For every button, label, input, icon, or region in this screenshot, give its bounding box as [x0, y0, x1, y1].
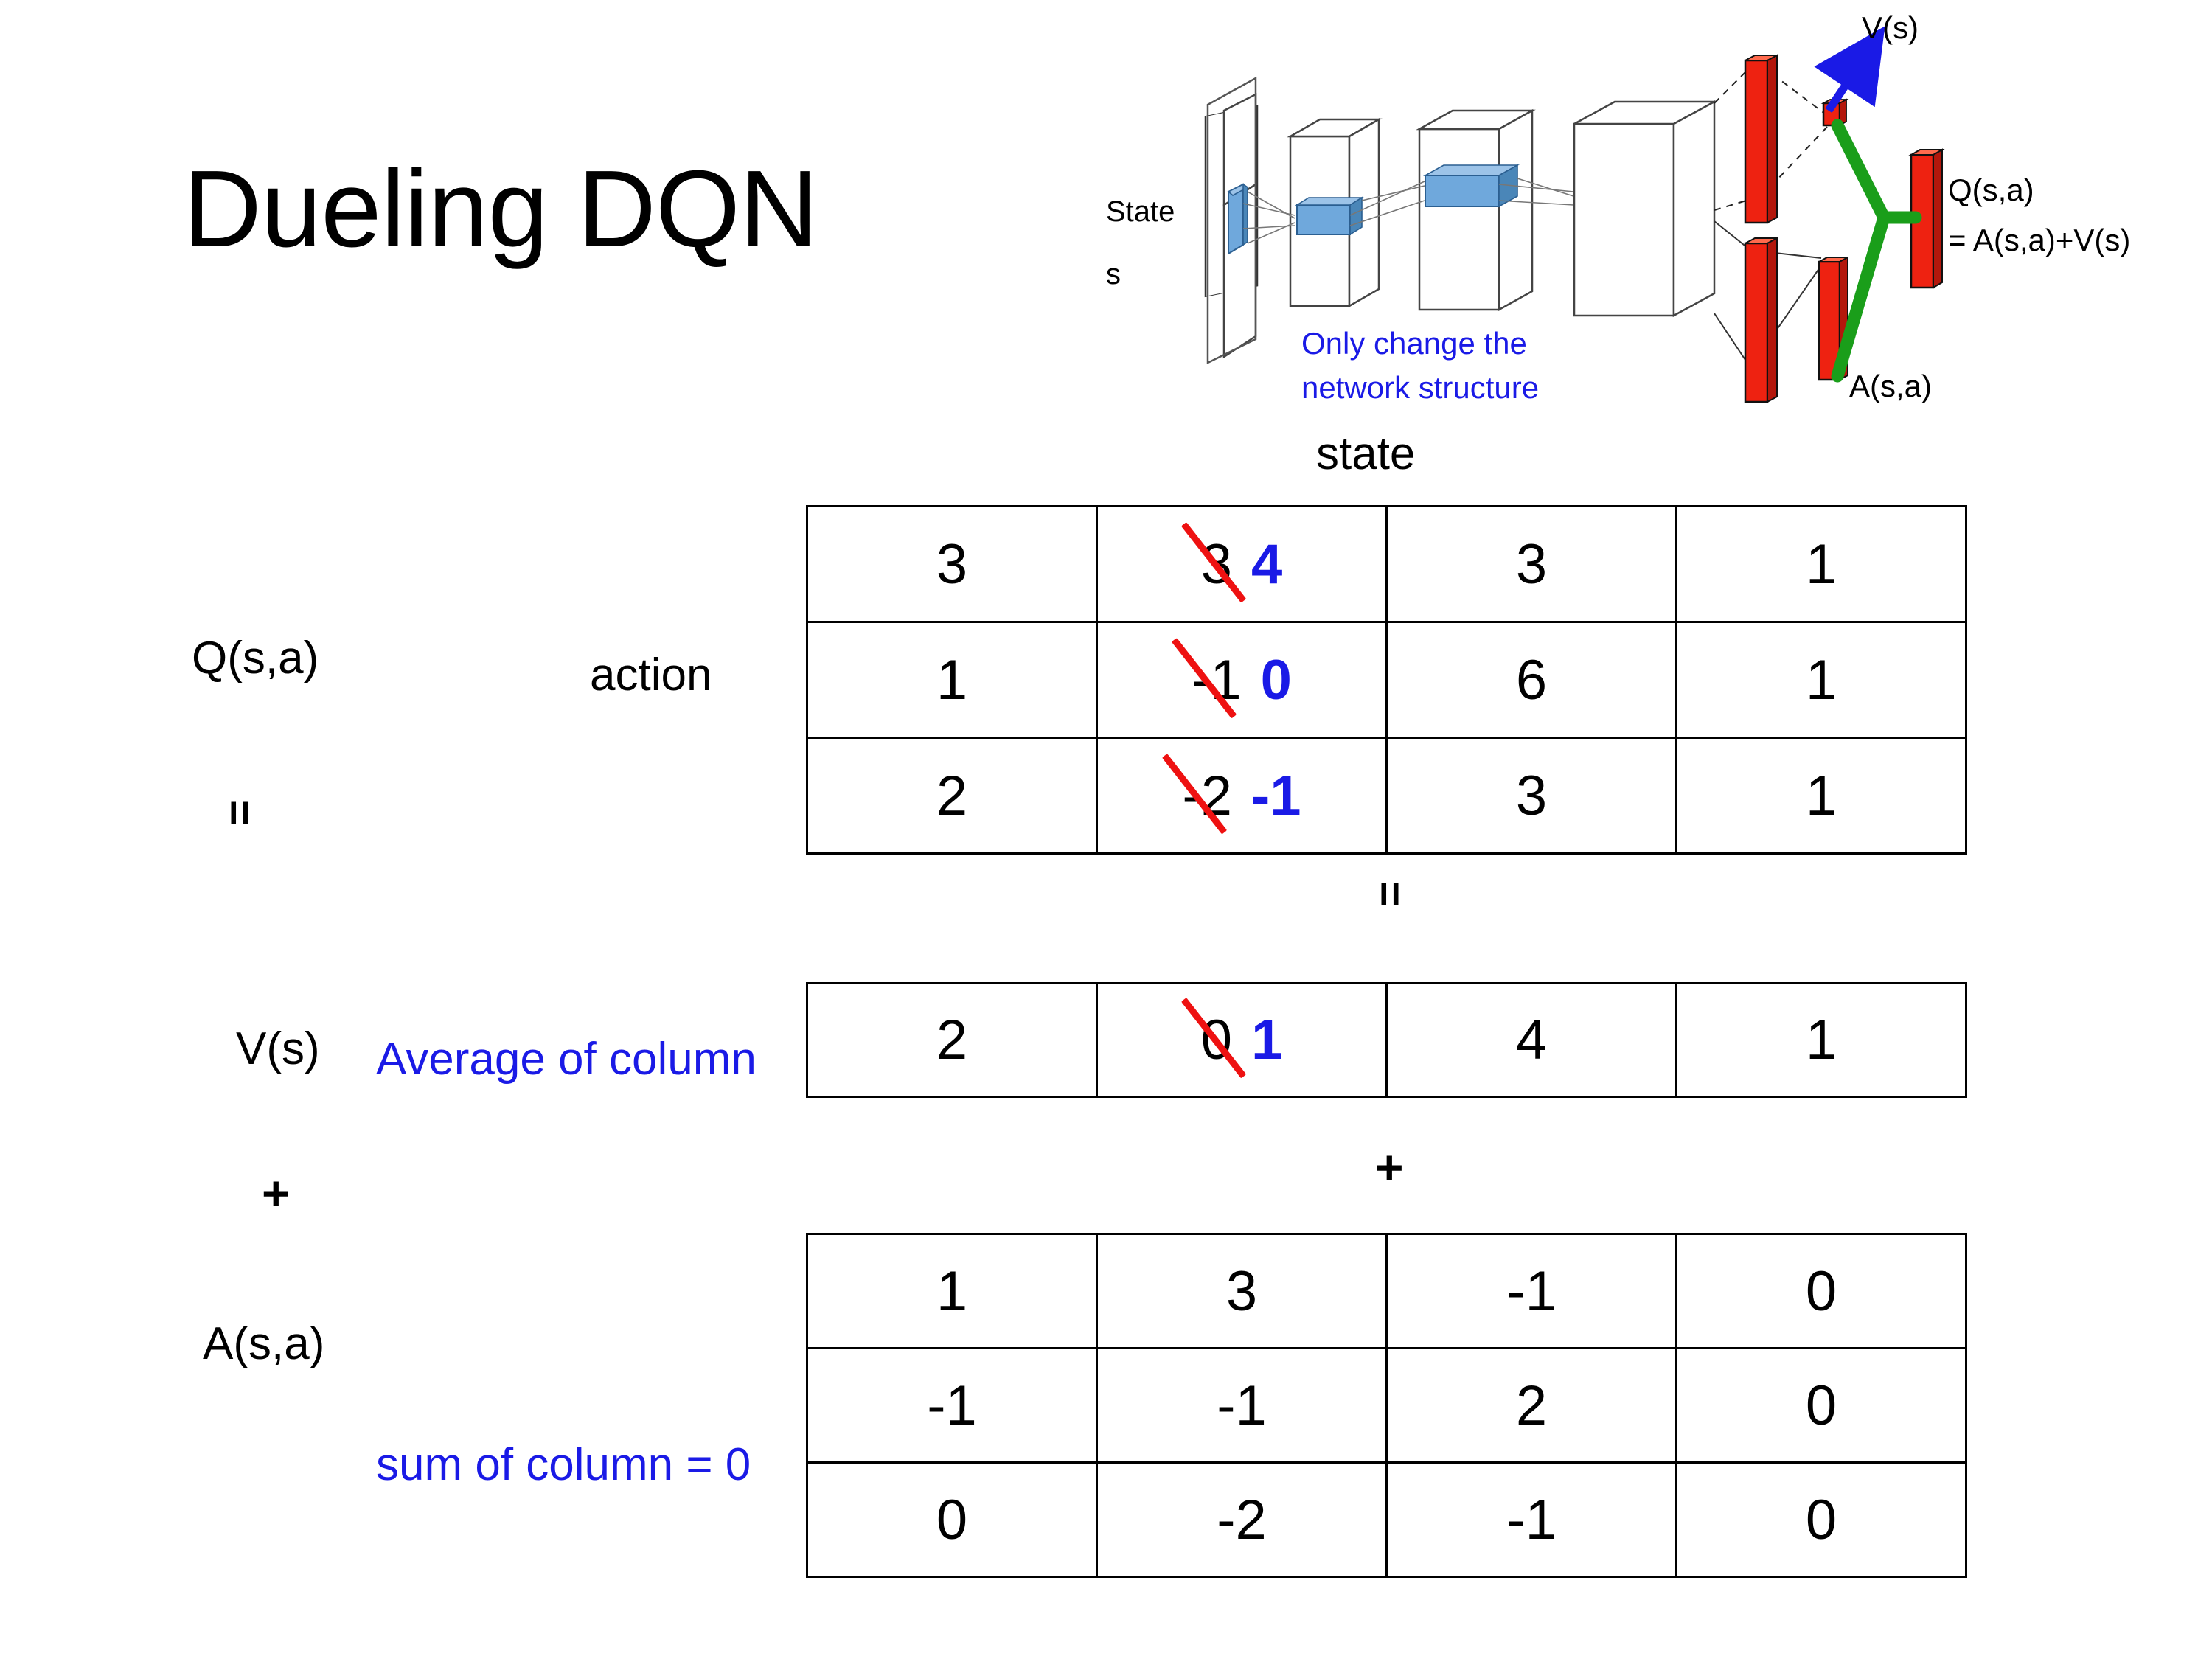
action-axis-label: action	[590, 650, 712, 700]
sum-of-column-note: sum of column = 0	[376, 1439, 751, 1490]
table-row: -1 -1 2 0	[806, 1347, 1967, 1464]
a-cell-r0c3: 0	[1675, 1233, 1967, 1349]
a-cell-r2c3: 0	[1675, 1461, 1967, 1578]
diagram-note-line1: Only change the	[1301, 326, 1527, 361]
corrected-new-value: 4	[1251, 532, 1283, 596]
average-of-column-note: Average of column	[376, 1034, 757, 1085]
merge-green-connector	[1831, 119, 1922, 383]
advantage-stream-bar-icon	[1744, 237, 1778, 403]
table-row: 1 -1 0 6 1	[806, 621, 1967, 739]
struck-old-value: -2	[1182, 764, 1232, 827]
advantage-value-table: 1 3 -1 0 -1 -1 2 0 0 -2 -1 0	[806, 1233, 1967, 1578]
v-cell-r0c0: 2	[806, 982, 1098, 1098]
q-cell-r0c0: 3	[806, 505, 1098, 623]
table-row: 1 3 -1 0	[806, 1233, 1967, 1349]
value-stream-bar-icon	[1744, 54, 1778, 224]
diagram-input-label-line1: State	[1106, 195, 1175, 228]
input-plane-icon	[1204, 76, 1259, 365]
state-axis-label: state	[1316, 428, 1416, 479]
table-row: 2 0 1 4 1	[806, 982, 1967, 1098]
v-cell-r0c2: 4	[1385, 982, 1677, 1098]
dueling-network-diagram: State s Only change the network structur…	[1084, 7, 2212, 420]
diagram-note-line2: network structure	[1301, 370, 1539, 405]
corrected-new-value: 1	[1251, 1009, 1283, 1071]
diagram-value-label: V(s)	[1862, 10, 1919, 45]
v-cell-r0c3: 1	[1675, 982, 1967, 1098]
q-cell-r1c0: 1	[806, 621, 1098, 739]
value-arrow-icon	[1814, 26, 1885, 114]
plus-sign-center: +	[1375, 1140, 1404, 1194]
page-title: Dueling DQN	[183, 148, 818, 270]
edited-cell: 3 4	[1201, 532, 1283, 597]
q-cell-r1c3: 1	[1675, 621, 1967, 739]
a-function-label: A(s,a)	[203, 1318, 325, 1369]
equals-sign-center: =	[1366, 881, 1415, 908]
edited-cell: 0 1	[1201, 1008, 1283, 1072]
q-cell-r2c3: 1	[1675, 737, 1967, 855]
struck-old-value: -1	[1192, 648, 1242, 712]
q-cell-r2c1: -2 -1	[1096, 737, 1388, 855]
table-row: 3 3 4 3 1	[806, 505, 1967, 623]
a-cell-r0c0: 1	[806, 1233, 1098, 1349]
a-cell-r1c0: -1	[806, 1347, 1098, 1464]
q-cell-r2c0: 2	[806, 737, 1098, 855]
q-value-table: 3 3 4 3 1 1 -1 0 6 1 2 -2 -1 3 1	[806, 505, 1967, 855]
q-function-label: Q(s,a)	[192, 633, 319, 684]
table-row: 2 -2 -1 3 1	[806, 737, 1967, 855]
a-cell-r1c3: 0	[1675, 1347, 1967, 1464]
a-cell-r2c2: -1	[1385, 1461, 1677, 1578]
edited-cell: -1 0	[1192, 648, 1292, 712]
q-cell-r0c2: 3	[1385, 505, 1677, 623]
diagram-q-label-line2: = A(s,a)+V(s)	[1948, 223, 2130, 257]
q-cell-r1c1: -1 0	[1096, 621, 1388, 739]
diagram-input-label-line2: s	[1106, 258, 1121, 291]
table-row: 0 -2 -1 0	[806, 1461, 1967, 1578]
v-value-table: 2 0 1 4 1	[806, 982, 1967, 1098]
edited-cell: -2 -1	[1182, 764, 1301, 828]
plus-sign-left: +	[262, 1166, 291, 1220]
a-cell-r2c1: -2	[1096, 1461, 1388, 1578]
corrected-new-value: 0	[1260, 648, 1292, 712]
a-cell-r0c1: 3	[1096, 1233, 1388, 1349]
a-cell-r1c1: -1	[1096, 1347, 1388, 1464]
conv-block-1-icon	[1287, 117, 1382, 308]
conv-block-3-icon	[1573, 100, 1716, 318]
diagram-q-label-line1: Q(s,a)	[1948, 173, 2034, 207]
a-cell-r1c2: 2	[1385, 1347, 1677, 1464]
a-cell-r2c0: 0	[806, 1461, 1098, 1578]
a-cell-r0c2: -1	[1385, 1233, 1677, 1349]
q-cell-r2c2: 3	[1385, 737, 1677, 855]
q-cell-r1c2: 6	[1385, 621, 1677, 739]
struck-old-value: 0	[1200, 1009, 1232, 1071]
conv-block-2-icon	[1416, 108, 1536, 312]
corrected-new-value: -1	[1251, 764, 1301, 827]
v-cell-r0c1: 0 1	[1096, 982, 1388, 1098]
q-cell-r0c3: 1	[1675, 505, 1967, 623]
equals-sign-left: =	[215, 800, 265, 827]
struck-old-value: 3	[1200, 532, 1232, 596]
diagram-advantage-label: A(s,a)	[1849, 369, 1932, 403]
network-architecture-svg: State s Only change the network structur…	[1106, 10, 2130, 405]
q-cell-r0c1: 3 4	[1096, 505, 1388, 623]
v-function-label: V(s)	[236, 1023, 320, 1074]
connection-lines	[1242, 178, 1574, 244]
